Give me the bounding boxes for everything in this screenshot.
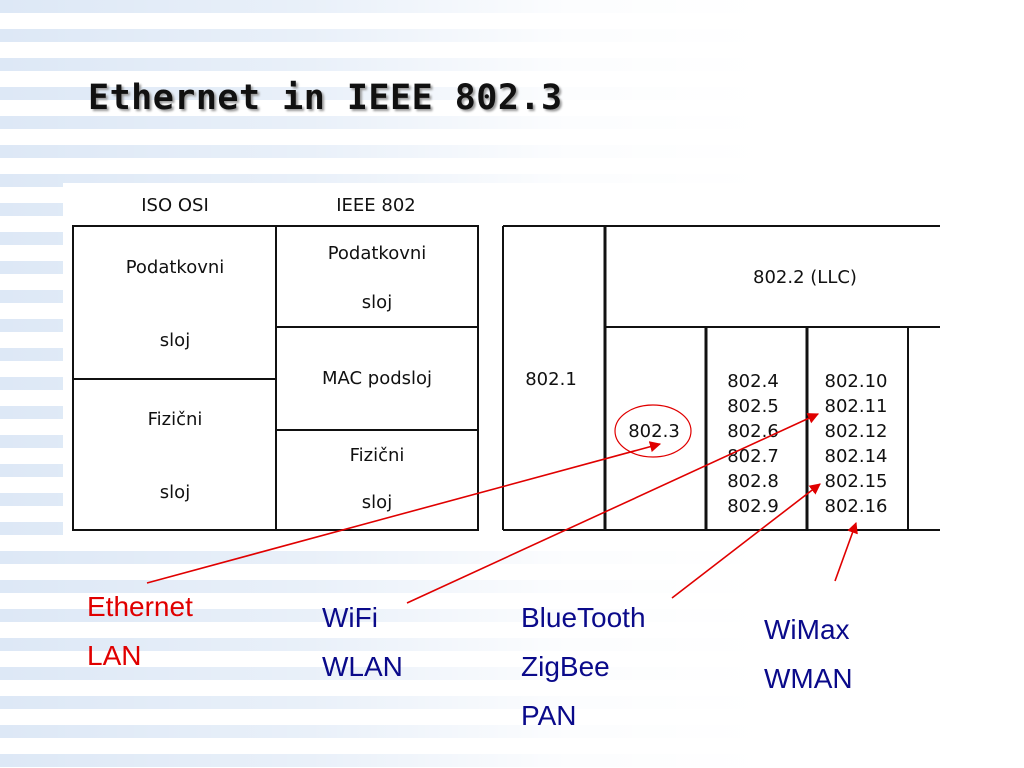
std-80214: 802.14 [825, 446, 888, 467]
std-80211: 802.11 [825, 396, 888, 417]
std-8026: 802.6 [727, 421, 779, 442]
ieee-physical-label-2: sloj [362, 492, 392, 513]
label-wimax: WiMax [764, 614, 850, 645]
osi-physical-label-2: sloj [160, 482, 190, 503]
label-pan: PAN [521, 700, 577, 731]
ieee-datalink-label-2: sloj [362, 292, 392, 313]
slide-title: Ethernet in IEEE 802.3 [88, 78, 563, 118]
std-8023: 802.3 [628, 421, 680, 442]
std-80210: 802.10 [825, 371, 888, 392]
header-iso-osi: ISO OSI [141, 195, 209, 216]
std-80216: 802.16 [825, 496, 888, 517]
label-wman: WMAN [764, 663, 853, 694]
std-8025: 802.5 [727, 396, 779, 417]
label-lan: LAN [87, 640, 142, 671]
osi-ieee-diagram: ISO OSI IEEE 802 Podatkovni sloj Fizični… [63, 183, 940, 540]
std-8029: 802.9 [727, 496, 779, 517]
std-80212: 802.12 [825, 421, 888, 442]
diagram-svg: ISO OSI IEEE 802 Podatkovni sloj Fizični… [72, 195, 940, 531]
label-wlan: WLAN [322, 651, 403, 682]
std-8021: 802.1 [525, 369, 577, 390]
osi-datalink-label-1: Podatkovni [126, 257, 225, 278]
label-wifi: WiFi [322, 602, 378, 633]
std-8024: 802.4 [727, 371, 779, 392]
std-8028: 802.8 [727, 471, 779, 492]
osi-datalink-label-2: sloj [160, 330, 190, 351]
label-zigbee: ZigBee [521, 651, 610, 682]
std-8027: 802.7 [727, 446, 779, 467]
ieee-datalink-label-1: Podatkovni [328, 243, 427, 264]
osi-physical-label-1: Fizični [148, 409, 203, 430]
std-80215: 802.15 [825, 471, 888, 492]
header-ieee-802: IEEE 802 [336, 195, 416, 216]
label-ethernet: Ethernet [87, 591, 193, 622]
ieee-mac-label: MAC podsloj [322, 368, 432, 389]
label-bluetooth: BlueTooth [521, 602, 646, 633]
ieee-physical-label-1: Fizični [350, 445, 405, 466]
std-8022-llc: 802.2 (LLC) [753, 267, 857, 288]
